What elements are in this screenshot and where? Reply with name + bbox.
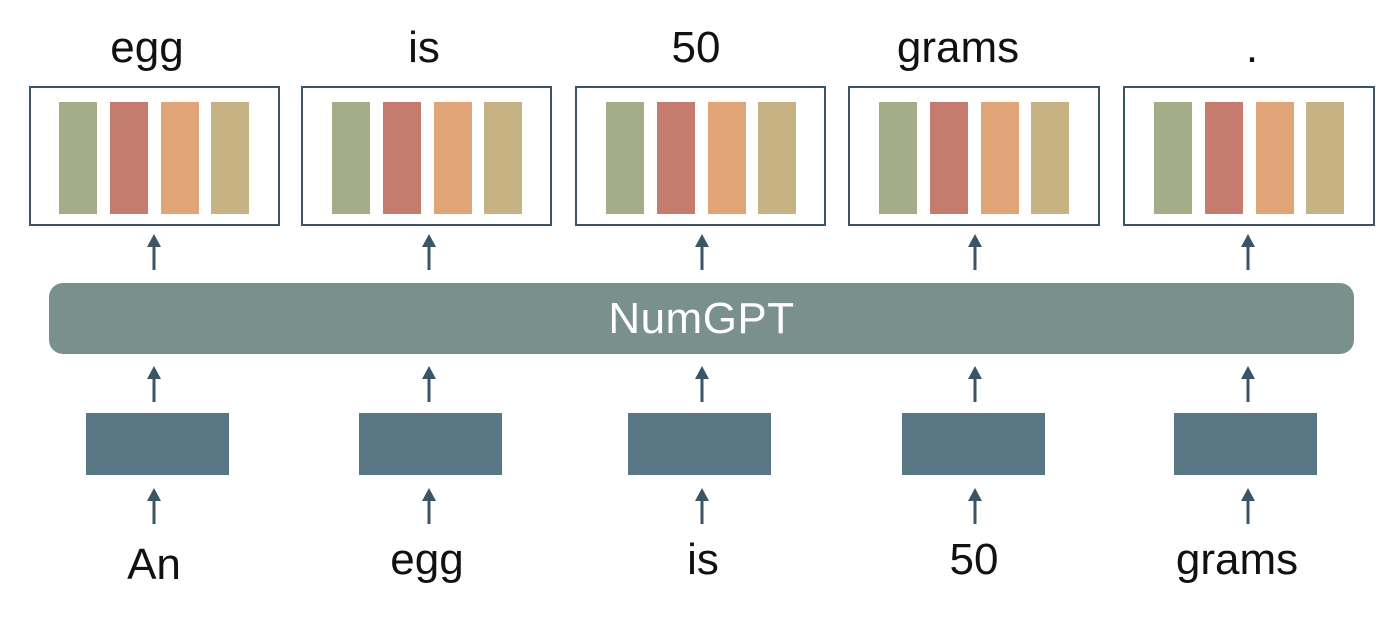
bar-red — [1205, 102, 1243, 214]
token-embedding — [359, 413, 502, 475]
input-token: grams — [1175, 535, 1299, 584]
bar-red — [930, 102, 968, 214]
model-block: NumGPT — [49, 283, 1354, 354]
output-distribution-box — [848, 86, 1100, 226]
up-arrow-icon — [1241, 366, 1255, 402]
bar-orange — [708, 102, 746, 214]
up-arrow-icon — [422, 488, 436, 524]
output-distribution-box — [301, 86, 552, 226]
bar-red — [383, 102, 421, 214]
output-token: grams — [896, 23, 1020, 72]
up-arrow-icon — [968, 366, 982, 402]
up-arrow-icon — [1241, 234, 1255, 270]
bar-orange — [1256, 102, 1294, 214]
up-arrow-icon — [422, 234, 436, 270]
input-token: An — [127, 540, 181, 589]
up-arrow-icon — [147, 234, 161, 270]
token-embedding — [86, 413, 229, 475]
input-token: egg — [390, 535, 464, 584]
bar-green — [59, 102, 97, 214]
bar-red — [110, 102, 148, 214]
bar-orange — [981, 102, 1019, 214]
up-arrow-icon — [147, 488, 161, 524]
bar-green — [332, 102, 370, 214]
bar-green — [1154, 102, 1192, 214]
bar-tan — [484, 102, 522, 214]
bar-green — [606, 102, 644, 214]
token-embedding — [902, 413, 1045, 475]
up-arrow-icon — [1241, 488, 1255, 524]
bar-orange — [161, 102, 199, 214]
up-arrow-icon — [968, 234, 982, 270]
up-arrow-icon — [695, 488, 709, 524]
token-embedding — [628, 413, 771, 475]
up-arrow-icon — [147, 366, 161, 402]
output-distribution-box — [575, 86, 826, 226]
bar-green — [879, 102, 917, 214]
output-token: is — [408, 23, 440, 72]
up-arrow-icon — [695, 366, 709, 402]
output-token: egg — [110, 23, 184, 72]
bar-tan — [758, 102, 796, 214]
up-arrow-icon — [968, 488, 982, 524]
output-distribution-box — [29, 86, 280, 226]
output-token: . — [1245, 23, 1259, 72]
bar-tan — [211, 102, 249, 214]
bar-red — [657, 102, 695, 214]
model-label: NumGPT — [608, 293, 795, 343]
bar-tan — [1031, 102, 1069, 214]
input-token: 50 — [949, 535, 999, 584]
input-token: is — [687, 535, 719, 584]
up-arrow-icon — [695, 234, 709, 270]
token-embedding — [1174, 413, 1317, 475]
output-token: 50 — [671, 23, 721, 72]
bar-orange — [434, 102, 472, 214]
output-distribution-box — [1123, 86, 1375, 226]
up-arrow-icon — [422, 366, 436, 402]
bar-tan — [1306, 102, 1344, 214]
